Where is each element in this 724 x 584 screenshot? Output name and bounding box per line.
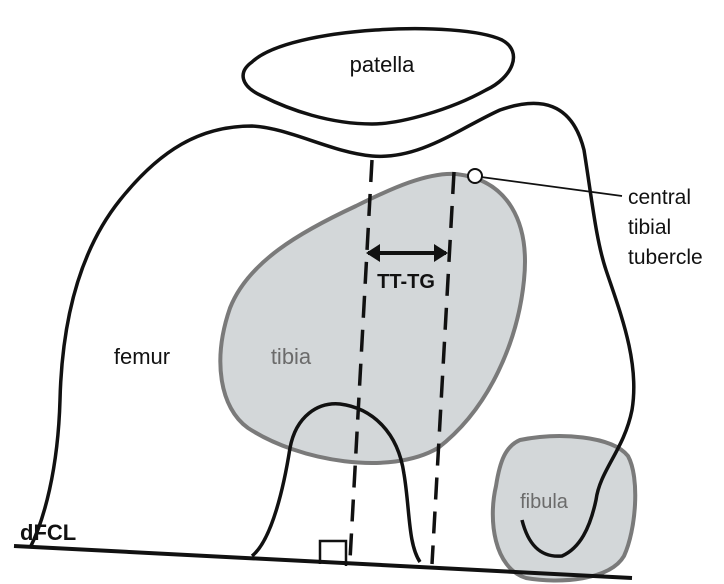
patella-label: patella	[350, 52, 416, 77]
central-tibial-tubercle-point	[468, 169, 482, 183]
central-tibial-tubercle-label: central tibial tubercle	[628, 186, 703, 269]
tubercle-label-line-2: tibial	[628, 216, 671, 239]
tt-tg-label: TT-TG	[377, 271, 435, 293]
femur-label: femur	[114, 344, 170, 369]
tubercle-label-line-3: tubercle	[628, 246, 703, 269]
tubercle-label-line-1: central	[628, 186, 691, 209]
tibia-shape	[220, 174, 525, 463]
tibia-label: tibia	[271, 344, 312, 369]
fibula-label: fibula	[520, 491, 569, 513]
dfcl-label: dFCL	[20, 520, 76, 545]
